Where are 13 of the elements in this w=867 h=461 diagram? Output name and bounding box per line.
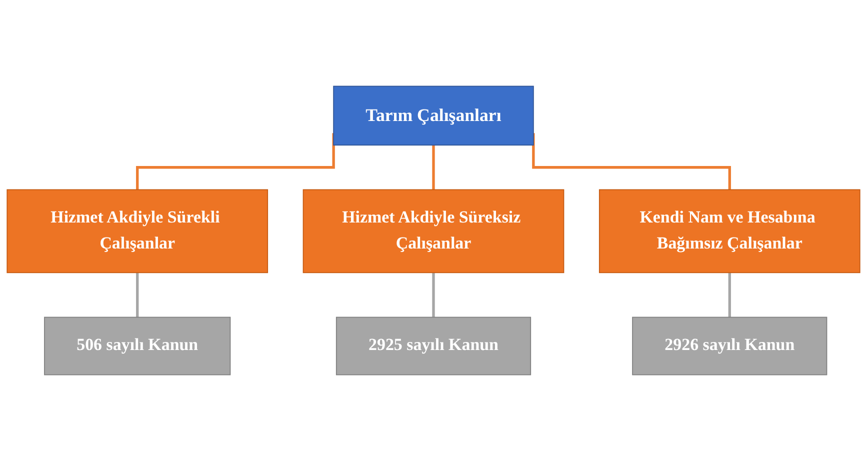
connector [432, 145, 435, 192]
node-box: Tarım Çalışanları [333, 86, 534, 146]
node-box: Hizmet Akdiyle Süreksiz Çalışanlar [302, 189, 564, 274]
node-box: Kendi Nam ve Hesabına Bağımsız Çalışanlar [598, 189, 860, 274]
node-box: 506 sayılı Kanun [44, 316, 231, 376]
node-box: 2926 sayılı Kanun [632, 316, 828, 376]
connector [136, 133, 335, 192]
connector [432, 272, 435, 319]
connector [136, 272, 139, 319]
connector [532, 133, 731, 192]
node-box: 2925 sayılı Kanun [336, 316, 532, 376]
connector [728, 272, 731, 319]
node-box: Hizmet Akdiyle Sürekli Çalışanlar [6, 189, 268, 274]
